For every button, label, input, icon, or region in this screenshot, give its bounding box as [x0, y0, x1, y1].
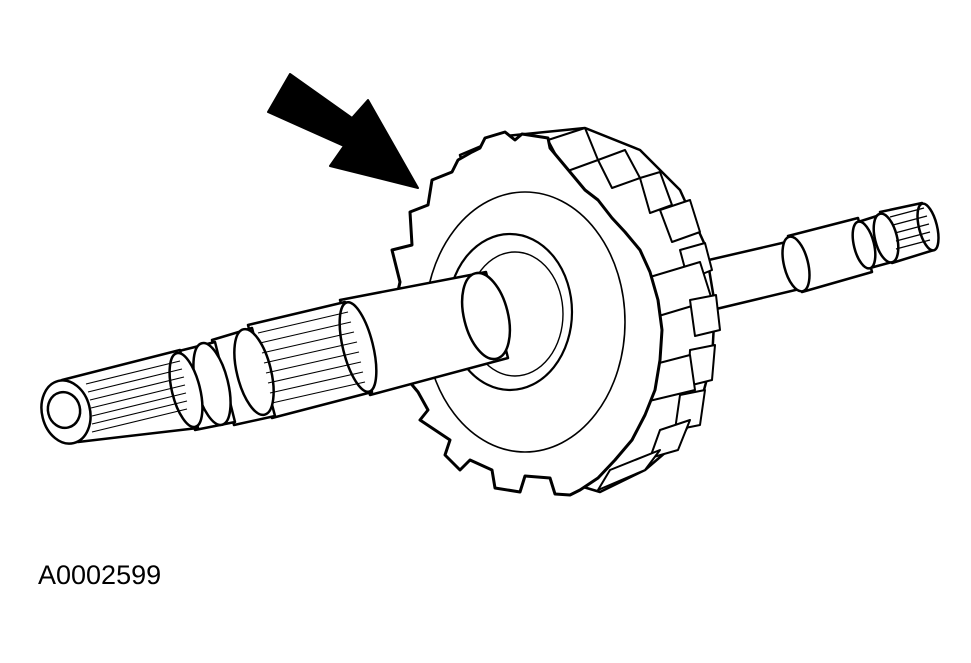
left-shaft-end-splines — [85, 360, 188, 433]
right-shaft — [698, 201, 940, 312]
gear — [390, 126, 721, 497]
figure-id-label: A0002599 — [38, 560, 162, 590]
right-shaft-splines — [889, 207, 931, 250]
callout-arrow-icon — [267, 73, 419, 189]
left-shaft-collar-splines — [257, 311, 366, 404]
left-shaft — [40, 270, 512, 445]
